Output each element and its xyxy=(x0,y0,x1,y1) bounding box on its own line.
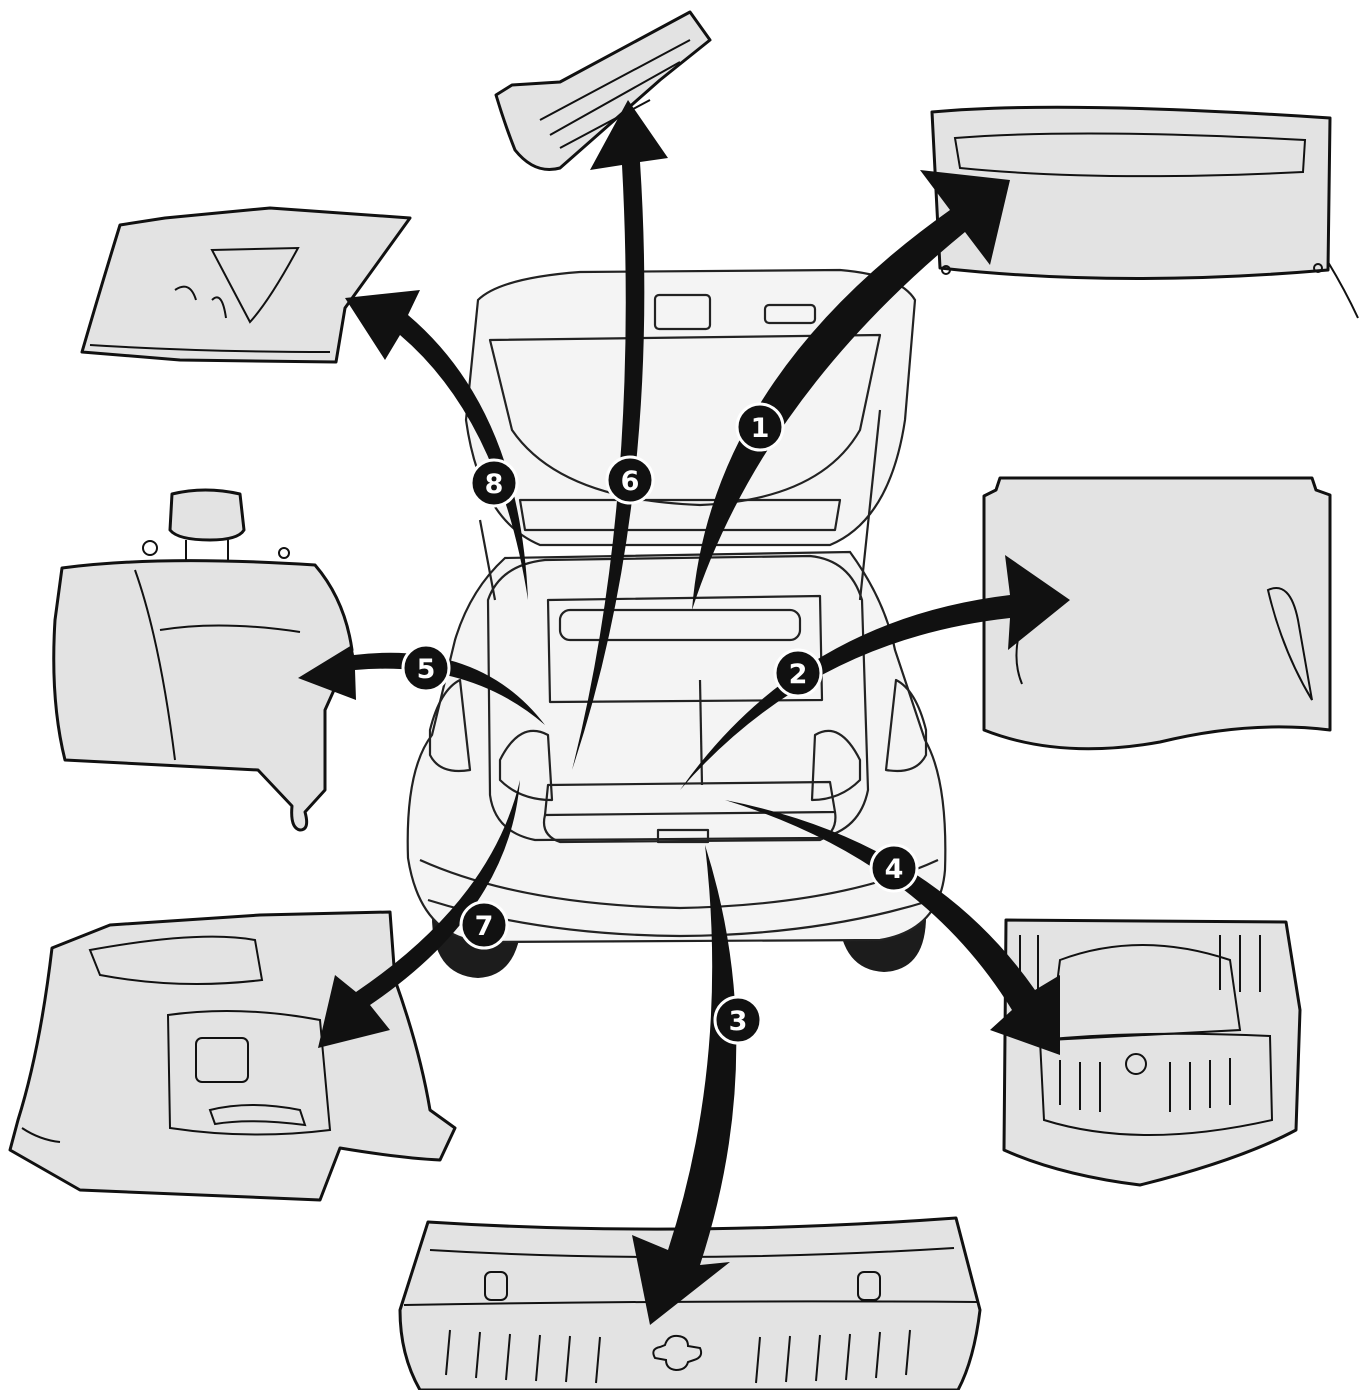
spare-tire-tray xyxy=(1004,920,1300,1185)
callout-number-8: 8 xyxy=(485,469,504,500)
callout-number-6: 6 xyxy=(621,466,640,497)
scuff-plate xyxy=(496,12,710,170)
callout-number-4: 4 xyxy=(885,854,904,885)
callout-badge-4: 4 xyxy=(871,845,917,891)
callout-badge-1: 1 xyxy=(737,404,783,450)
callout-badge-3: 3 xyxy=(715,997,761,1043)
callout-number-1: 1 xyxy=(751,413,770,444)
rear-pillar-trim xyxy=(82,208,410,362)
luggage-side-trim xyxy=(10,912,455,1200)
callout-badge-5: 5 xyxy=(403,645,449,691)
callout-number-2: 2 xyxy=(789,659,808,690)
callout-badge-8: 8 xyxy=(471,460,517,506)
callout-badge-2: 2 xyxy=(775,650,821,696)
callout-number-7: 7 xyxy=(475,911,494,942)
callout-number-5: 5 xyxy=(417,654,436,685)
callout-badge-6: 6 xyxy=(607,457,653,503)
callout-number-3: 3 xyxy=(729,1006,748,1037)
callout-badge-7: 7 xyxy=(461,902,507,948)
rear-seat-back xyxy=(54,490,352,830)
